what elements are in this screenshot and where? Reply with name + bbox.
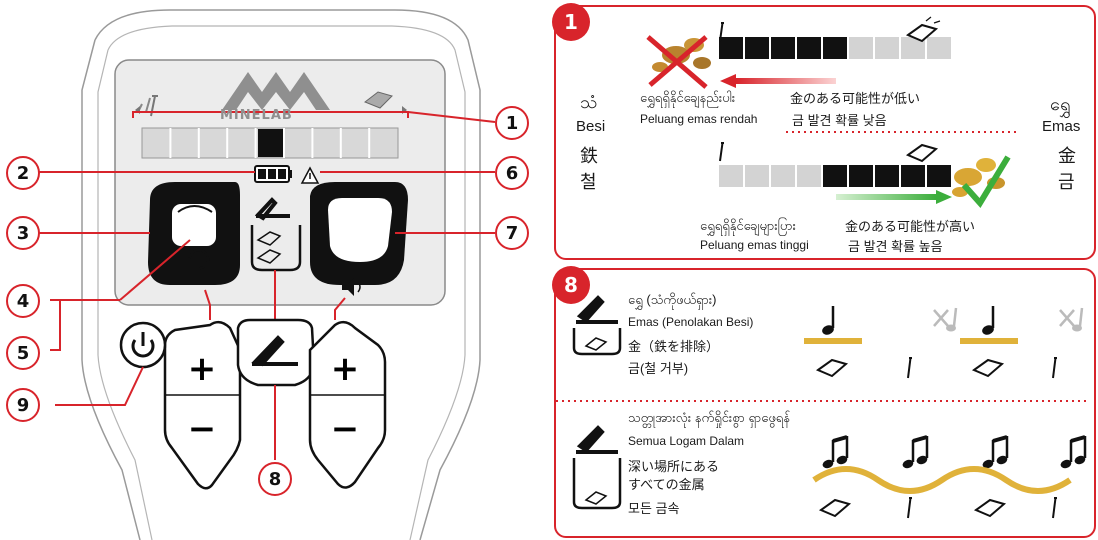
double-tone-icon xyxy=(982,435,1009,469)
bar-segment xyxy=(771,165,795,187)
gold-nuggets-accepted-icon xyxy=(952,155,1011,209)
panel-search-modes xyxy=(554,268,1096,538)
sensitivity-gauge xyxy=(148,182,240,285)
bar-segment xyxy=(901,37,925,59)
gold-mode-id: Emas (Penolakan Besi) xyxy=(628,315,754,329)
high-chance-ko: 금 발견 확률 높음 xyxy=(848,239,943,254)
tone-note-icon xyxy=(822,306,835,335)
bar-segment xyxy=(719,37,743,59)
gold-label-ko: 금 xyxy=(1058,172,1075,193)
bar-segment xyxy=(771,37,795,59)
bar-segment xyxy=(901,165,925,187)
volume-buttons[interactable]: + − xyxy=(308,320,387,489)
bar-segment xyxy=(823,165,847,187)
callout-2: 2 xyxy=(6,156,40,190)
high-chance-ja: 金のある可能性が高い xyxy=(845,219,976,234)
iron-label-id: Besi xyxy=(576,118,606,135)
battery-icon xyxy=(254,165,292,183)
high-chance-id: Peluang emas tinggi xyxy=(700,238,809,252)
bar-segment xyxy=(927,165,951,187)
target-id-illustration xyxy=(646,16,1016,209)
callout-6: 6 xyxy=(495,156,529,190)
svg-text:−: − xyxy=(331,409,360,449)
high-chance-my: ရွှေရရှိနိုင်ချေများပြား xyxy=(700,218,796,233)
minelab-logo-icon xyxy=(222,72,330,110)
double-tone-icon xyxy=(1060,435,1087,469)
gold-mode-my: ရွှေ (သံကိုဖယ်ရှား) xyxy=(628,292,717,307)
gold-label-ja: 金 xyxy=(1058,146,1076,167)
low-chance-id: Peluang emas rendah xyxy=(640,112,758,126)
warning-icon xyxy=(300,166,320,184)
callout-8: 8 xyxy=(258,462,292,496)
callout-7: 7 xyxy=(495,216,529,250)
gold-mode-ko: 금(철 거부) xyxy=(628,361,689,376)
gold-label-my: ရွှေ xyxy=(1050,94,1071,115)
target-id-bar xyxy=(141,127,399,159)
low-chance-ja: 金のある可能性が低い xyxy=(790,91,921,106)
sensitivity-buttons[interactable]: + − xyxy=(163,320,242,490)
brand-name: MINELAB xyxy=(220,108,293,123)
gold-bar-icon xyxy=(363,91,393,109)
low-chance-my: ရွှေရရှိနိုင်ချေနည်းပါး xyxy=(640,90,736,105)
all-metal-mode-icon xyxy=(572,425,622,510)
bar-segment xyxy=(797,37,821,59)
svg-text:+: + xyxy=(188,349,217,389)
svg-text:−: − xyxy=(188,409,217,449)
auto-tune-icon xyxy=(188,248,210,270)
bar-segment xyxy=(875,37,899,59)
muted-tone-icon xyxy=(933,307,958,332)
power-button[interactable] xyxy=(119,321,167,369)
all-metal-ko: 모든 금속 xyxy=(628,501,680,516)
speaker-icon xyxy=(342,278,361,296)
bar-segment xyxy=(849,37,873,59)
double-tone-icon xyxy=(822,435,849,469)
volume-gauge xyxy=(310,182,408,285)
gold-label-id: Emas xyxy=(1042,118,1081,135)
all-metal-id: Semua Logam Dalam xyxy=(628,434,745,448)
bar-segment xyxy=(927,37,951,59)
panel-8-badge: 8 xyxy=(552,266,590,304)
iron-label-my: သံ xyxy=(580,92,598,113)
iron-nuggets-rejected-icon xyxy=(646,35,711,89)
all-metal-ja-2: すべての金属 xyxy=(628,477,705,492)
gold-mode-icon xyxy=(572,295,622,356)
panel-1-badge: 1 xyxy=(552,3,590,41)
tone-note-icon xyxy=(982,306,995,335)
gold-mode-ja: 金（鉄を排除） xyxy=(628,339,720,354)
bar-segment xyxy=(823,37,847,59)
callout-4: 4 xyxy=(6,284,40,318)
bar-segment xyxy=(745,165,769,187)
callout-1: 1 xyxy=(495,106,529,140)
iron-label-ko: 철 xyxy=(580,172,597,193)
callout-3: 3 xyxy=(6,216,40,250)
callout-5: 5 xyxy=(6,336,40,370)
muted-tone-icon xyxy=(1059,307,1084,332)
bar-segment xyxy=(719,165,743,187)
svg-text:+: + xyxy=(331,349,360,389)
bar-segment xyxy=(875,165,899,187)
low-chance-ko: 금 발견 확률 낮음 xyxy=(792,113,887,128)
bar-segment xyxy=(849,165,873,187)
search-mode-illustration xyxy=(556,295,1090,519)
mode-button[interactable] xyxy=(236,318,316,387)
detector-control-panel: + − + − xyxy=(38,9,496,540)
all-metal-my: သတ္တုအားလုံး နက်ရှိုင်းစွာ ရှာဖွေရန် xyxy=(628,410,790,425)
iron-label-ja: 鉄 xyxy=(580,146,598,167)
all-metal-ja-1: 深い場所にある xyxy=(628,459,720,474)
bar-segment xyxy=(745,37,769,59)
callout-9: 9 xyxy=(6,388,40,422)
double-tone-icon xyxy=(902,435,929,469)
bar-segment xyxy=(797,165,821,187)
